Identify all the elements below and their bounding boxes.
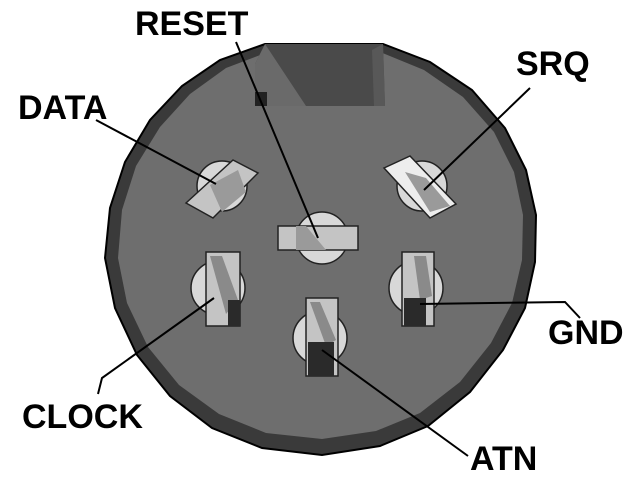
data-pin bbox=[184, 159, 260, 219]
srq-pin bbox=[382, 155, 458, 219]
srq-leader bbox=[423, 87, 531, 191]
reset-pin bbox=[277, 211, 359, 265]
gnd-leader bbox=[419, 300, 581, 319]
clock-pin bbox=[190, 251, 246, 327]
data-leader bbox=[95, 119, 217, 185]
key-notch bbox=[255, 44, 385, 106]
data-label: DATA bbox=[18, 89, 107, 127]
atn-pin bbox=[292, 297, 348, 377]
gnd-label: GND bbox=[548, 314, 624, 352]
reset-leader bbox=[235, 41, 319, 239]
clock-leader bbox=[97, 297, 215, 395]
atn-leader bbox=[321, 349, 469, 457]
atn-label: ATN bbox=[470, 440, 537, 478]
reset-label: RESET bbox=[135, 5, 249, 43]
gnd-pin bbox=[388, 251, 444, 327]
clock-label: CLOCK bbox=[22, 398, 143, 436]
srq-label: SRQ bbox=[516, 45, 590, 83]
